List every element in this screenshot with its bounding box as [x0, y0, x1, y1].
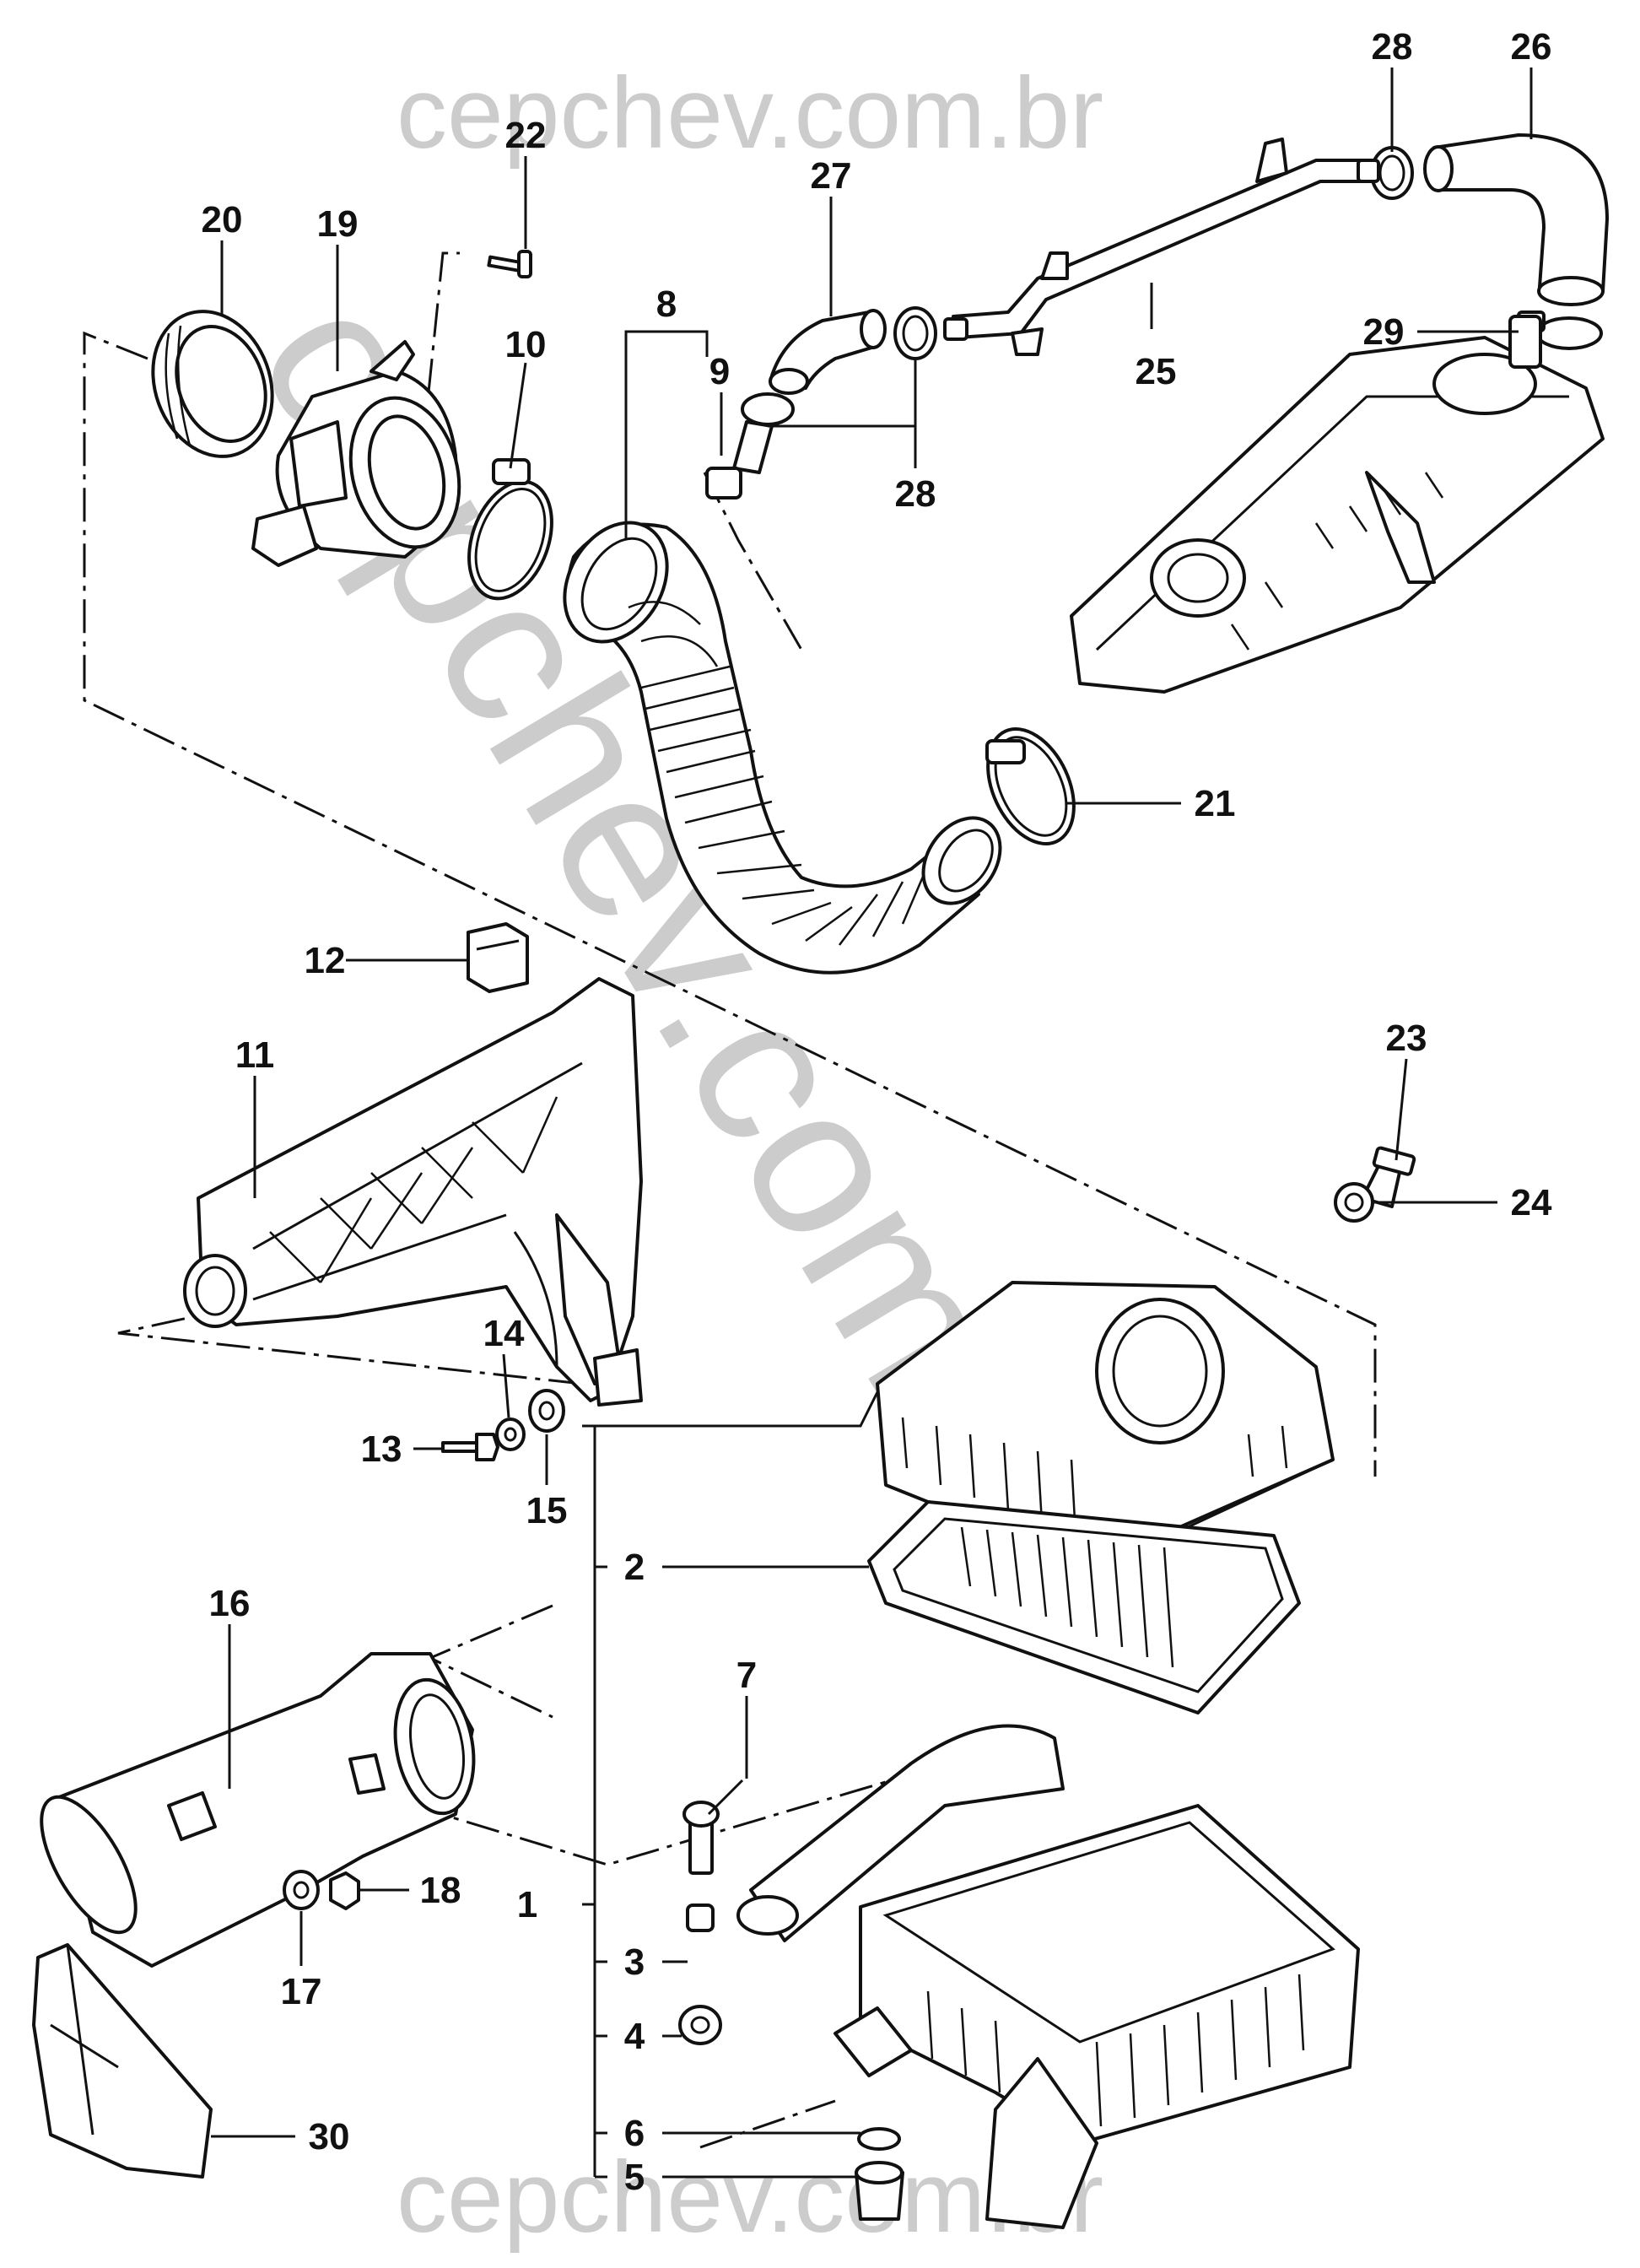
callout-12: 12	[305, 940, 346, 981]
part-7-bolt	[682, 1801, 720, 1875]
callout-19: 19	[317, 203, 359, 245]
part-14-washer	[495, 1418, 526, 1451]
callout-14: 14	[483, 1313, 525, 1354]
part-10-hose-clamp	[467, 458, 553, 601]
part-16-duct	[40, 1652, 476, 1968]
callout-26: 26	[1511, 26, 1552, 68]
callout-28-upper: 28	[1372, 26, 1413, 68]
part-8-intake-hose	[563, 521, 1002, 975]
part-22-screw	[487, 250, 532, 278]
callout-4: 4	[624, 2016, 645, 2057]
part-25-breather-pipe	[943, 138, 1380, 356]
part-27-elbow-hose	[769, 309, 887, 395]
part-17-lock-washer	[283, 1870, 320, 1910]
callout-18: 18	[420, 1870, 461, 1911]
part-5-grommet	[855, 2161, 904, 2221]
callout-24: 24	[1511, 1182, 1552, 1223]
part-3-spacer	[686, 1904, 715, 1932]
callout-28-lower: 28	[895, 473, 936, 515]
callout-20: 20	[202, 199, 243, 240]
callout-8: 8	[656, 284, 677, 325]
callout-15: 15	[526, 1490, 568, 1531]
part-19-air-flow-meter	[251, 340, 461, 567]
callout-13: 13	[361, 1428, 402, 1470]
callout-6: 6	[624, 2113, 645, 2154]
callout-1: 1	[517, 1884, 537, 1925]
part-13-bolt	[441, 1433, 499, 1461]
callout-2: 2	[624, 1547, 645, 1588]
part-20-rubber-seal	[151, 310, 274, 458]
part-28-clamp-left	[893, 306, 937, 360]
callout-16: 16	[209, 1583, 251, 1624]
watermark-bottom: cepchev.com.br	[397, 2141, 1103, 2254]
callout-17: 17	[281, 1971, 322, 2012]
callout-9: 9	[709, 351, 730, 392]
part-1-air-cleaner-lower-housing	[736, 1724, 1360, 2229]
callout-22: 22	[505, 115, 547, 156]
part-9-connector	[705, 420, 774, 500]
valve-cover	[1070, 315, 1605, 694]
leader-lines	[211, 68, 1533, 2179]
callout-25: 25	[1136, 351, 1177, 392]
part-28-clamp-center	[741, 392, 795, 426]
part-24-grommet	[1334, 1182, 1374, 1223]
callout-labels: 1 2 3 4 5 6 7 8 9 10 11 12 13 14 15 16 1…	[202, 26, 1552, 2198]
callout-21: 21	[1195, 783, 1236, 824]
callout-30: 30	[309, 2116, 350, 2157]
part-30-deflector	[32, 1943, 213, 2179]
part-18-nut	[329, 1871, 360, 1910]
callout-3: 3	[624, 1941, 645, 1983]
part-4-lock-washer	[678, 2005, 722, 2045]
callout-5: 5	[624, 2157, 645, 2198]
part-26-curved-hose	[1423, 133, 1609, 306]
part-6-ring	[857, 2127, 901, 2151]
callout-29: 29	[1363, 311, 1405, 353]
callout-10: 10	[505, 324, 547, 365]
part-21-hose-clamp	[985, 727, 1076, 845]
part-11-resonator	[183, 977, 643, 1407]
part-2-filter-element	[867, 1500, 1301, 1714]
callout-23: 23	[1386, 1018, 1427, 1059]
part-15-lock-washer	[528, 1389, 565, 1433]
part-1-air-cleaner-cover	[876, 1281, 1335, 1571]
watermark-top: cepchev.com.br	[397, 57, 1103, 170]
callout-27: 27	[811, 155, 852, 197]
callout-7: 7	[736, 1655, 757, 1696]
callout-11: 11	[235, 1034, 275, 1076]
part-12-clip	[467, 922, 529, 993]
